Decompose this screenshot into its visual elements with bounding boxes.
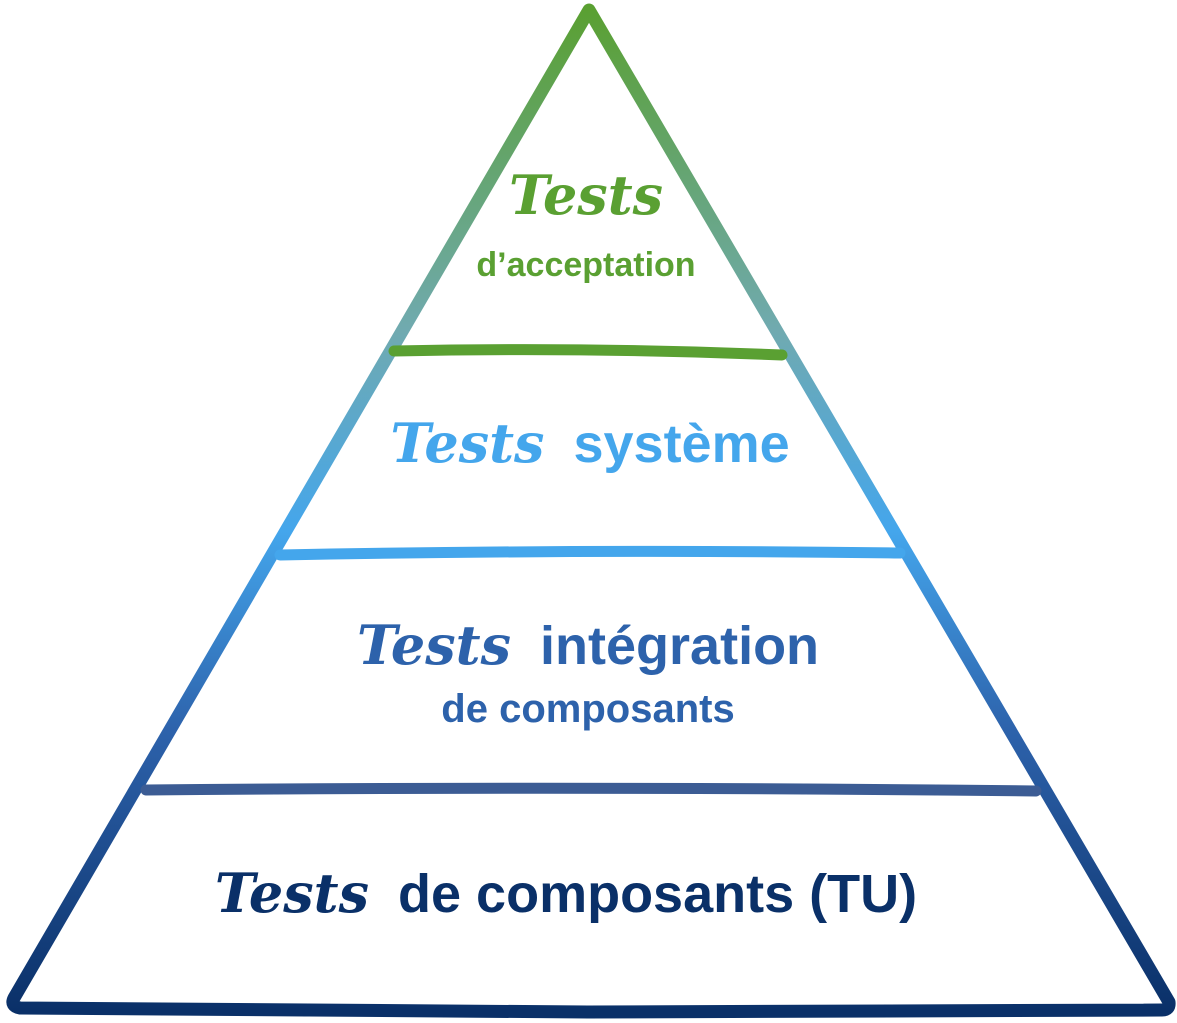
level-integration-script-word: Tests (357, 613, 511, 677)
level-system-label: système (573, 414, 789, 474)
level-system-line: Tests système (390, 411, 789, 475)
level-unit-script-word: Tests (215, 861, 369, 925)
divider-system-integration (274, 545, 906, 561)
divider-acceptance-system (388, 344, 788, 361)
level-unit: Tests de composants (TU) (215, 861, 917, 925)
level-integration-line-1: Tests intégration (357, 613, 819, 677)
level-system-script-word: Tests (390, 411, 544, 475)
divider-integration-unit (140, 782, 1042, 797)
pyramid-outline (6, 3, 1176, 1019)
level-integration: Tests intégration de composants (357, 613, 819, 731)
level-integration-label: intégration (540, 616, 819, 676)
level-unit-line: Tests de composants (TU) (215, 861, 917, 925)
level-acceptance-script-word: Tests (509, 163, 663, 227)
level-acceptance-label: d’acceptation (476, 246, 695, 284)
level-acceptance: Tests d’acceptation (476, 163, 695, 284)
level-system: Tests système (390, 411, 789, 475)
level-integration-label-2: de composants (441, 687, 734, 731)
level-unit-label: de composants (TU) (398, 864, 917, 924)
